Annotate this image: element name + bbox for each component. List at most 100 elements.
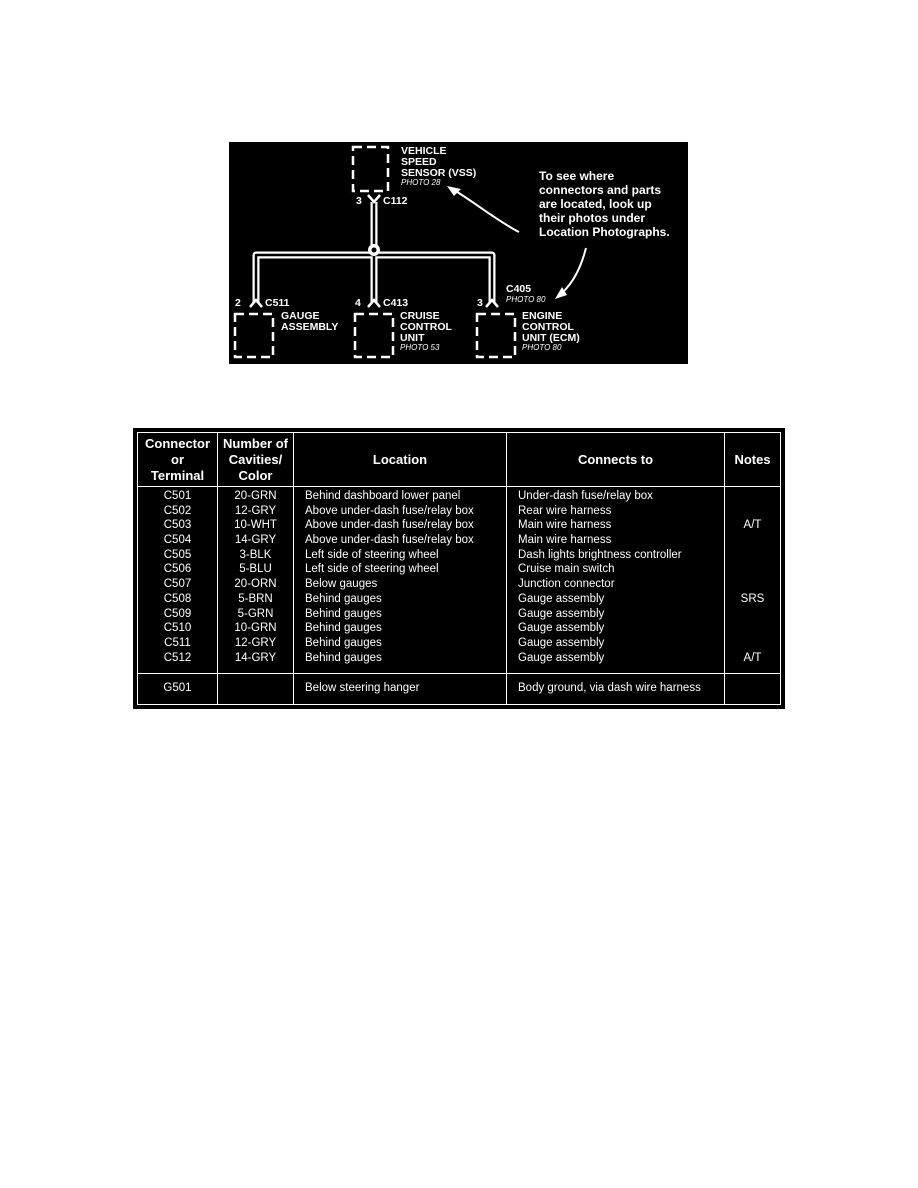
cruise-box bbox=[353, 312, 395, 359]
cavities-cell: 5-GRN bbox=[237, 607, 274, 620]
cavities-cell: 3-BLK bbox=[239, 548, 272, 561]
location-note-line1: To see where bbox=[539, 169, 614, 183]
cruise-pin-number: 4 bbox=[355, 297, 361, 309]
connector-cell: C510 bbox=[163, 622, 192, 635]
connector-table: Connector or Terminal Number of Cavities… bbox=[133, 428, 785, 709]
notes-cell bbox=[725, 504, 780, 519]
connector-cell: C509 bbox=[163, 607, 192, 620]
cavities-cell: 14-GRY bbox=[234, 651, 277, 664]
ground-terminal: G501 bbox=[163, 682, 192, 694]
gauge-connector-label: C511 bbox=[265, 297, 290, 309]
notes-cell bbox=[725, 562, 780, 577]
location-cell: Above under-dash fuse/relay box bbox=[305, 534, 474, 547]
location-cell: Behind gauges bbox=[305, 651, 382, 664]
connects-to-cell: Main wire harness bbox=[518, 519, 612, 532]
cavities-cell: 12-GRY bbox=[234, 636, 277, 649]
header-notes: Notes bbox=[734, 451, 771, 467]
c112-connector-symbol bbox=[367, 194, 381, 204]
header-connects-to: Connects to bbox=[577, 451, 654, 467]
vss-box bbox=[351, 145, 390, 193]
vss-label-line1: VEHICLE bbox=[401, 145, 447, 157]
cavities-cell: 5-BRN bbox=[238, 592, 273, 605]
notes-cell bbox=[725, 636, 780, 651]
cruise-connector-label: C413 bbox=[383, 297, 408, 309]
vss-label-line2: SPEED bbox=[401, 156, 437, 168]
connector-cell: C505 bbox=[163, 548, 192, 561]
location-cell: Behind gauges bbox=[305, 636, 382, 649]
cavities-cell: 10-GRN bbox=[234, 622, 277, 635]
connects-to-cell: Cruise main switch bbox=[518, 563, 615, 576]
connector-cell: C507 bbox=[163, 578, 192, 591]
location-cell: Above under-dash fuse/relay box bbox=[305, 504, 474, 517]
ecm-box bbox=[475, 312, 517, 359]
connector-cell: C512 bbox=[163, 651, 192, 664]
connector-cell: C506 bbox=[163, 563, 192, 576]
cavities-cell: 10-WHT bbox=[234, 519, 277, 532]
location-cell: Left side of steering wheel bbox=[305, 548, 439, 561]
column-divider bbox=[293, 432, 294, 705]
gauge-label-line2: ASSEMBLY bbox=[281, 321, 338, 333]
notes-cell: A/T bbox=[743, 519, 762, 532]
column-divider bbox=[506, 432, 507, 705]
cruise-label-line1: CRUISE bbox=[400, 310, 440, 322]
notes-cell bbox=[725, 548, 780, 563]
notes-cell: A/T bbox=[743, 651, 762, 664]
ecm-pin-number: 3 bbox=[477, 297, 483, 309]
connects-to-cell: Junction connector bbox=[518, 578, 615, 591]
notes-cell bbox=[725, 607, 780, 622]
connector-cell: C511 bbox=[164, 636, 191, 649]
header-divider bbox=[137, 486, 781, 487]
c405-connector-symbol bbox=[485, 298, 499, 308]
location-note-line5: Location Photographs. bbox=[539, 225, 670, 239]
connects-to-cell: Dash lights brightness controller bbox=[518, 548, 682, 561]
notes-cell: SRS bbox=[740, 592, 765, 605]
ground-row-divider bbox=[137, 673, 781, 674]
vss-connector-label: C112 bbox=[383, 195, 408, 207]
location-cell: Below gauges bbox=[305, 578, 378, 591]
cavities-cell: 20-ORN bbox=[234, 578, 277, 591]
ecm-connector-photo-ref: PHOTO 80 bbox=[506, 295, 546, 304]
notes-cell bbox=[725, 621, 780, 636]
cavities-cell: 14-GRY bbox=[234, 534, 277, 547]
wiring-diagram: VEHICLE SPEED SENSOR (VSS) PHOTO 28 3 C1… bbox=[229, 142, 688, 364]
location-cell: Behind gauges bbox=[305, 592, 382, 605]
ground-connects-to: Body ground, via dash wire harness bbox=[518, 682, 701, 694]
column-divider bbox=[724, 432, 725, 705]
cruise-label-line3: UNIT bbox=[400, 332, 425, 344]
wiring-diagram-svg: VEHICLE SPEED SENSOR (VSS) PHOTO 28 3 C1… bbox=[233, 145, 670, 359]
connects-to-cell: Gauge assembly bbox=[518, 636, 605, 649]
location-cell: Behind gauges bbox=[305, 622, 382, 635]
ecm-label-line1: ENGINE bbox=[522, 310, 562, 322]
gauge-label-line1: GAUGE bbox=[281, 310, 320, 322]
cruise-photo-ref: PHOTO 53 bbox=[400, 343, 440, 352]
gauge-pin-number: 2 bbox=[235, 297, 241, 309]
connects-to-cell: Under-dash fuse/relay box bbox=[518, 490, 653, 502]
cavities-cell: 5-BLU bbox=[239, 563, 272, 576]
vss-label-line3: SENSOR (VSS) bbox=[401, 167, 476, 179]
connects-to-cell: Gauge assembly bbox=[518, 622, 605, 635]
vss-photo-ref: PHOTO 28 bbox=[401, 178, 441, 187]
connects-to-cell: Rear wire harness bbox=[518, 504, 612, 517]
c511-connector-symbol bbox=[249, 298, 263, 308]
header-cavities: Number of Cavities/ Color bbox=[223, 435, 288, 483]
location-note-line4: their photos under bbox=[539, 211, 645, 225]
cavities-cell: 12-GRY bbox=[234, 504, 277, 517]
table-frame bbox=[137, 432, 781, 705]
c413-connector-symbol bbox=[367, 298, 381, 308]
notes-cell bbox=[725, 489, 780, 504]
connects-to-cell: Gauge assembly bbox=[518, 592, 605, 605]
notes-cell bbox=[725, 533, 780, 548]
connects-to-cell: Gauge assembly bbox=[518, 607, 605, 620]
connector-cell: C501 bbox=[163, 490, 192, 502]
gauge-box bbox=[233, 312, 275, 359]
location-cell: Above under-dash fuse/relay box bbox=[305, 519, 474, 532]
notes-cell bbox=[725, 577, 780, 592]
cruise-label-line2: CONTROL bbox=[400, 321, 452, 333]
ecm-connector-label: C405 bbox=[506, 283, 531, 295]
header-connector: Connector or Terminal bbox=[145, 435, 210, 483]
ecm-photo-ref: PHOTO 80 bbox=[522, 343, 562, 352]
